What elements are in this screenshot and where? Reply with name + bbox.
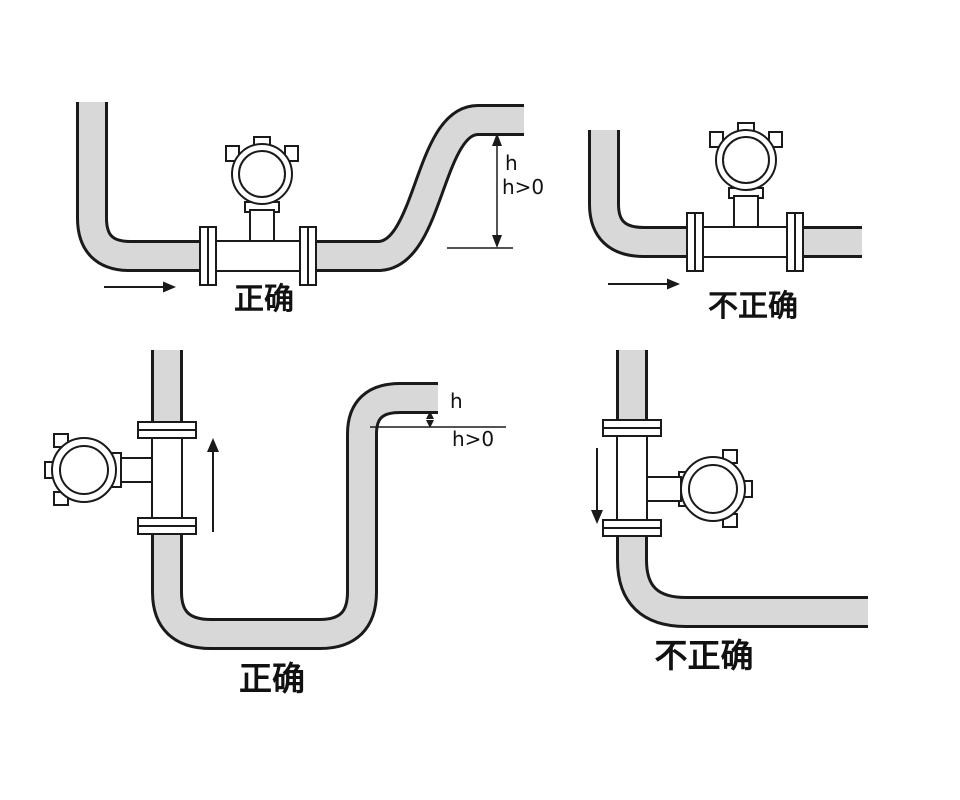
meter-body — [215, 240, 301, 272]
flow-arrow-head-icon — [591, 510, 603, 524]
pipe-surface — [619, 350, 868, 625]
meter-body — [699, 226, 791, 258]
label-correct: 正确 — [239, 659, 305, 698]
flow-arrow-head-icon — [207, 438, 219, 452]
flow-arrow-head-icon — [667, 278, 680, 290]
dim-condition-label: h>0 — [452, 427, 494, 451]
flange-top — [602, 419, 662, 437]
flange-top — [137, 421, 197, 439]
flow-direction-arrow — [591, 448, 603, 524]
transmitter-head-inner — [688, 464, 738, 514]
flange-bottom — [602, 519, 662, 537]
turbine-flow-meter — [44, 421, 197, 535]
label-incorrect: 不正确 — [708, 289, 798, 324]
dim-h-label: h — [505, 151, 518, 175]
transmitter-head-inner — [722, 136, 770, 184]
diagram-vertical-correct: h h>0 正确 — [44, 350, 506, 698]
dim-h-label: h — [450, 389, 463, 413]
meter-neck — [249, 209, 275, 242]
transmitter-head-inner — [238, 150, 286, 198]
meter-neck — [733, 195, 759, 228]
pipe-surface — [154, 350, 438, 647]
label-incorrect: 不正确 — [655, 636, 754, 675]
meter-neck — [120, 457, 153, 483]
diagram-horizontal-correct: h h>0 正确 — [76, 102, 544, 317]
meter-neck — [646, 476, 682, 502]
flange-left — [686, 212, 704, 272]
flow-arrow-head-icon — [163, 281, 176, 293]
pipe-surface — [591, 130, 862, 255]
dimension-h: h h>0 — [447, 133, 544, 249]
flow-direction-arrow — [608, 278, 680, 290]
flange-right — [299, 226, 317, 286]
turbine-flow-meter — [686, 122, 804, 272]
label-correct: 正确 — [234, 282, 294, 317]
flow-direction-arrow — [207, 438, 219, 532]
dim-condition-label: h>0 — [502, 175, 544, 199]
turbine-flow-meter — [199, 136, 317, 286]
flange-bottom — [137, 517, 197, 535]
flange-left — [199, 226, 217, 286]
pipe-surface — [79, 102, 524, 269]
dimension-arrow-down-icon — [426, 420, 434, 428]
dimension-arrow-up-icon — [492, 133, 502, 146]
dimension-arrow-down-icon — [492, 235, 502, 248]
diagram-vertical-incorrect: 不正确 — [591, 350, 868, 675]
turbine-flow-meter — [602, 419, 753, 537]
diagram-horizontal-incorrect: 不正确 — [588, 122, 862, 324]
flow-direction-arrow — [104, 281, 176, 293]
dimension-arrow-up-icon — [426, 411, 434, 419]
transmitter-head-inner — [59, 445, 109, 495]
meter-body — [151, 437, 183, 519]
flange-right — [786, 212, 804, 272]
meter-body — [616, 435, 648, 521]
dimension-h: h h>0 — [370, 389, 506, 451]
